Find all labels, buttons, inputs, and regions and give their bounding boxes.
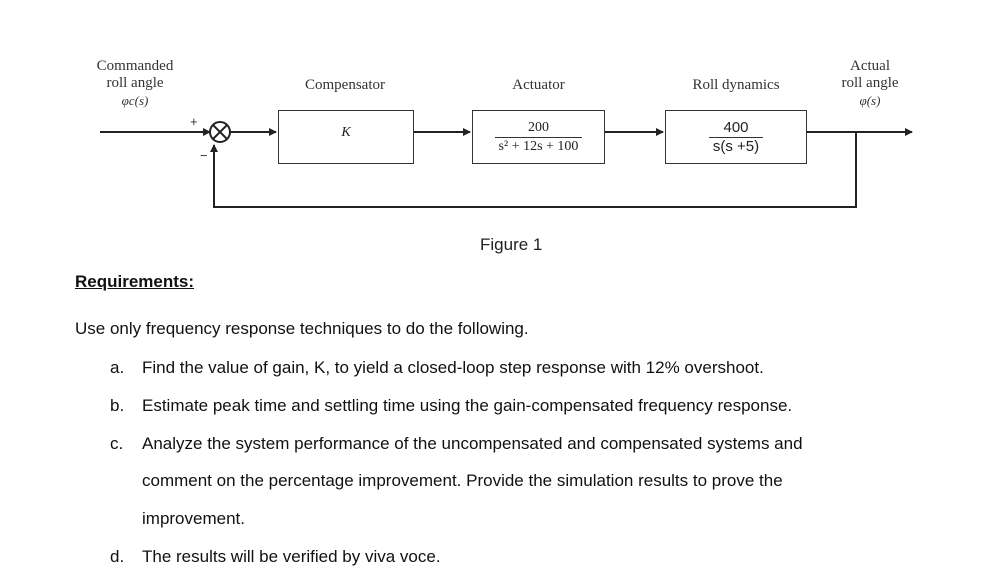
item-marker: c. <box>110 434 124 453</box>
item-text: The results will be verified by viva voc… <box>142 547 441 566</box>
actuator-block: 200 s² + 12s + 100 <box>472 110 605 164</box>
roll-dynamics-block: 400 s(s +5) <box>665 110 807 164</box>
item-text: comment on the percentage improvement. P… <box>142 471 783 490</box>
summing-junction <box>209 121 231 143</box>
item-marker: d. <box>110 547 125 566</box>
compensator-title: Compensator <box>305 77 385 93</box>
compensator-gain: K <box>341 125 351 140</box>
item-marker: a. <box>110 358 125 377</box>
compensator-block: K <box>278 110 414 164</box>
item-marker: b. <box>110 396 125 415</box>
diagram-lines <box>100 121 913 208</box>
requirement-item-b: b. Estimate peak time and settling time … <box>110 396 793 416</box>
actuator-denominator: s² + 12s + 100 <box>494 137 583 156</box>
figure-caption: Figure 1 <box>480 235 543 254</box>
block-diagram: Commanded roll angle φc(s) Actual roll a… <box>0 0 999 230</box>
input-label: Commanded roll angle φc(s) <box>96 58 174 108</box>
actuator-numerator: 200 <box>528 120 549 135</box>
roll-dynamics-title: Roll dynamics <box>692 77 780 93</box>
requirement-item-a: a. Find the value of gain, K, to yield a… <box>110 358 764 378</box>
actuator-title: Actuator <box>512 77 565 93</box>
item-text: improvement. <box>142 509 245 528</box>
sum-minus-sign: − <box>200 148 208 163</box>
item-text: Analyze the system performance of the un… <box>142 434 803 453</box>
requirement-item-c-line-3: improvement. <box>142 509 245 529</box>
roll-dynamics-denominator: s(s +5) <box>708 137 764 156</box>
roll-dynamics-transfer-function: 400 s(s +5) <box>666 119 806 156</box>
requirement-item-c: c. Analyze the system performance of the… <box>110 434 803 454</box>
item-text: Find the value of gain, K, to yield a cl… <box>142 358 764 377</box>
sum-plus-sign: + <box>190 114 198 129</box>
roll-dynamics-numerator: 400 <box>723 119 749 136</box>
requirements-heading: Requirements: <box>75 272 195 291</box>
requirement-item-c-line-2: comment on the percentage improvement. P… <box>142 471 783 491</box>
requirements-intro: Use only frequency response techniques t… <box>75 319 529 338</box>
output-label: Actual roll angle φ(s) <box>841 58 899 108</box>
actuator-transfer-function: 200 s² + 12s + 100 <box>473 119 604 156</box>
feedback-path <box>210 132 857 208</box>
requirement-item-d: d. The results will be verified by viva … <box>110 547 441 567</box>
item-text: Estimate peak time and settling time usi… <box>142 396 793 415</box>
